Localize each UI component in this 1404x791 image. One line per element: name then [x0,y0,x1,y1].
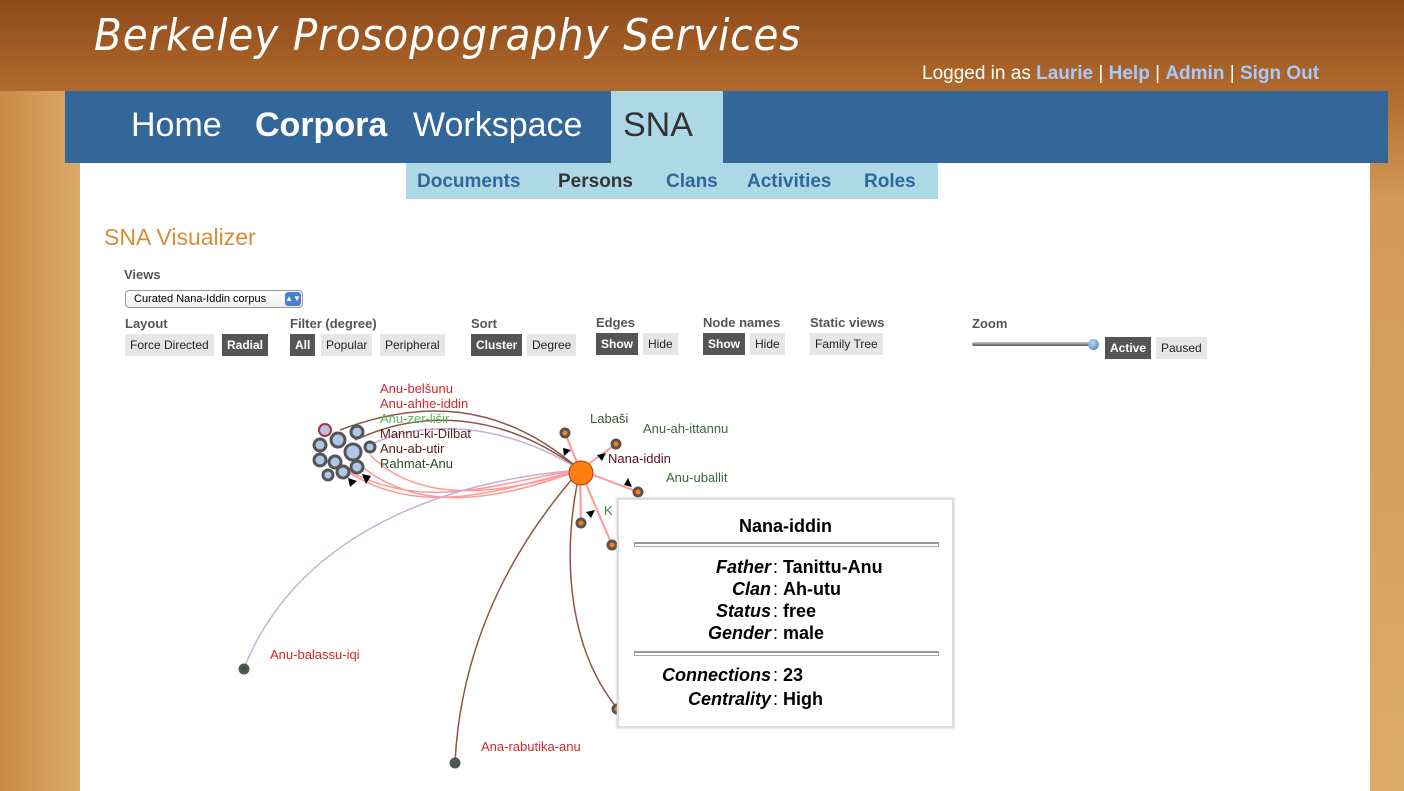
subnav-activities[interactable]: Activities [747,171,832,192]
field-key: Father [715,557,771,577]
static-views-label: Static views [810,315,885,330]
views-select-value: Curated Nana-Iddin corpus [134,293,267,305]
layout-label: Layout [125,316,168,331]
subnav-roles[interactable]: Roles [864,171,916,192]
field-value: Ah-utu [783,579,841,599]
field-value: Tanittu-Anu [783,557,883,577]
help-link[interactable]: Help [1108,63,1150,84]
family-tree-button[interactable]: Family Tree [810,333,883,355]
field-value: male [783,623,825,643]
node-names-label: Node names [703,315,781,330]
layout-radial-button[interactable]: Radial [222,334,269,356]
nav-workspace[interactable]: Workspace [413,106,583,144]
login-bar: Logged in as Laurie | Help | Admin | Sig… [922,63,1319,85]
zoom-paused-button[interactable]: Paused [1156,337,1207,359]
nav-sna[interactable]: SNA [611,91,723,163]
field-value: free [783,601,817,621]
filter-all-button[interactable]: All [290,334,316,356]
separator: | [1155,63,1161,84]
sort-degree-button[interactable]: Degree [527,334,577,356]
separator: | [1098,63,1104,84]
zoom-label: Zoom [972,316,1008,331]
zoom-slider-handle[interactable] [1088,339,1099,350]
views-label: Views [124,267,161,282]
layout-force-directed-button[interactable]: Force Directed [125,334,214,356]
main-nav: Home Corpora Workspace SNA [65,91,1388,163]
background-left [0,91,80,791]
names-hide-button[interactable]: Hide [750,333,785,355]
edges-show-button[interactable]: Show [596,333,638,355]
logged-in-text: Logged in as [922,63,1031,84]
tooltip-name: Nana-iddin [739,516,832,536]
filter-peripheral-button[interactable]: Peripheral [380,334,445,356]
nav-home[interactable]: Home [131,106,222,144]
nav-corpora[interactable]: Corpora [255,106,388,144]
subnav-documents[interactable]: Documents [417,171,521,192]
site-title: Berkeley Prosopography Services [94,10,802,61]
edges-hide-button[interactable]: Hide [643,333,678,355]
divider [634,651,939,656]
admin-link[interactable]: Admin [1165,63,1225,84]
zoom-active-button[interactable]: Active [1105,337,1152,359]
field-value: 23 [783,665,804,685]
subnav-persons[interactable]: Persons [558,171,633,192]
zoom-slider-track[interactable] [972,342,1094,346]
sign-out-link[interactable]: Sign Out [1239,63,1320,84]
field-key: Gender [707,623,771,643]
subnav-clans[interactable]: Clans [666,171,718,192]
field-key: Clan [731,579,771,599]
page-title: SNA Visualizer [104,224,256,250]
names-show-button[interactable]: Show [703,333,745,355]
sub-nav: Documents Persons Clans Activities Roles [406,163,938,199]
separator: | [1229,63,1235,84]
field-key: Status [715,601,771,621]
field-value: High [783,689,823,709]
divider [634,542,939,547]
field-key: Centrality [687,689,771,709]
sort-cluster-button[interactable]: Cluster [471,334,523,356]
select-arrows-icon: ▲▼ [285,292,301,306]
user-link[interactable]: Laurie [1036,63,1094,84]
views-select[interactable]: Curated Nana-Iddin corpus ▲▼ [125,290,303,308]
sort-label: Sort [471,316,497,331]
filter-popular-button[interactable]: Popular [321,334,373,356]
node-tooltip: Nana-iddin Father:Tanittu-Anu Clan:Ah-ut… [617,498,954,728]
field-key: Connections [661,665,771,685]
filter-label: Filter (degree) [290,316,377,331]
edges-label: Edges [596,315,636,330]
